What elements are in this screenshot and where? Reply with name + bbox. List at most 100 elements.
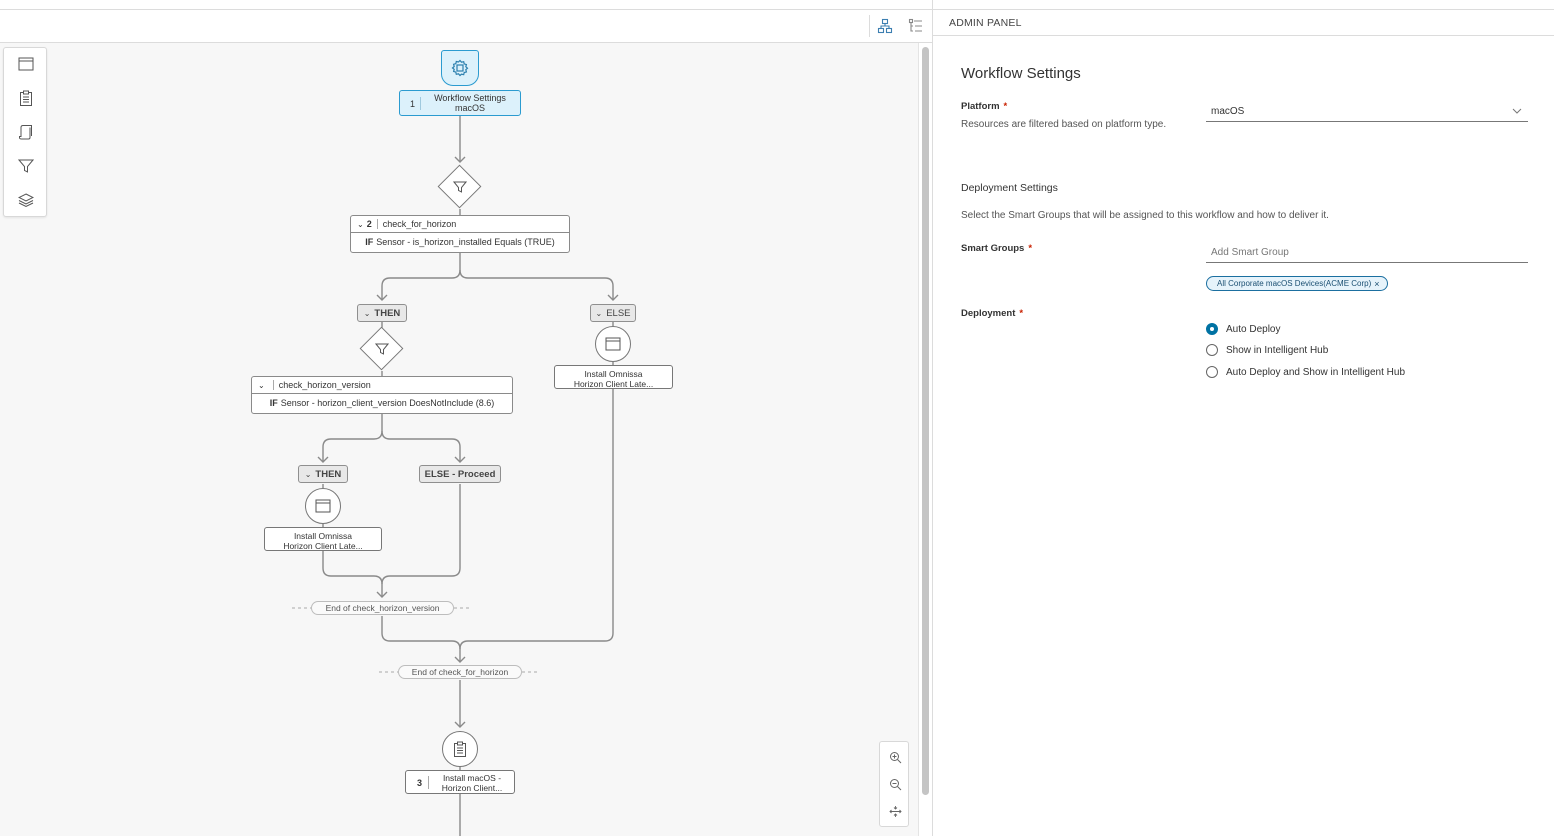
divider [428,776,429,789]
divider [420,97,421,110]
radio-button-checked[interactable] [1206,323,1218,335]
condition-name: check_for_horizon [382,219,457,229]
platform-label: Platform* [961,101,1007,112]
deployment-settings-description: Select the Smart Groups that will be ass… [961,210,1329,221]
branch-label: ELSE [606,307,631,319]
deployment-option-auto-deploy-and-show[interactable]: Auto Deploy and Show in Intelligent Hub [1206,364,1405,380]
required-marker: * [1003,101,1008,112]
filter-icon [452,179,468,195]
condition-rule: Sensor - horizon_client_version DoesNotI… [280,397,495,408]
fit-to-screen-icon[interactable] [884,800,906,822]
platform-help-text: Resources are filtered based on platform… [961,119,1167,130]
divider [376,219,378,229]
smart-groups-label: Smart Groups* [961,243,1032,254]
remove-chip-icon[interactable]: × [1374,278,1380,289]
clipboard-icon [454,741,466,757]
condition-node-check-for-horizon[interactable]: ⌄ 2 check_for_horizon IF Sensor - is_hor… [350,215,570,253]
layers-icon[interactable] [12,187,40,213]
panel-title: Workflow Settings [961,65,1081,82]
zoom-out-icon[interactable] [884,773,906,795]
chevron-down-icon[interactable]: ⌄ [258,380,265,390]
app-node-else[interactable] [595,326,631,362]
condition-name: check_horizon_version [278,380,371,390]
canvas-scrollbar[interactable] [918,43,932,836]
workflow-settings-icon[interactable] [441,50,479,86]
script-icon[interactable] [12,119,40,145]
chip-label: All Corporate macOS Devices(ACME Corp) [1217,279,1372,288]
deployment-settings-title: Deployment Settings [961,182,1058,194]
filter-icon[interactable] [12,153,40,179]
deployment-option-show-in-hub[interactable]: Show in Intelligent Hub [1206,342,1328,358]
condition-rule: Sensor - is_horizon_installed Equals (TR… [376,236,555,247]
divider [272,380,274,390]
else-branch-button[interactable]: ⌄ ELSE [590,304,636,322]
branch-label: ELSE - Proceed [424,468,496,480]
app-icon[interactable] [12,51,40,77]
deployment-option-auto-deploy[interactable]: Auto Deploy [1206,321,1280,337]
label-text: Deployment [961,308,1016,319]
app-node-then[interactable] [305,488,341,524]
toolbar-separator [869,15,870,37]
end-of-check-horizon-version: End of check_horizon_version [311,601,454,615]
app-window-icon [315,499,331,513]
then-branch-button[interactable]: ⌄ THEN [357,304,407,322]
canvas-toolbar [0,10,932,43]
radio-button[interactable] [1206,344,1218,356]
radio-label: Auto Deploy [1226,323,1281,335]
app-label-else[interactable]: Install Omnissa Horizon Client Late... [554,365,673,389]
app-window-icon [605,337,621,351]
branch-label: THEN [374,307,401,319]
radio-label: Auto Deploy and Show in Intelligent Hub [1226,366,1406,378]
node-title: Workflow Settings [434,93,506,103]
end-label: End of check_for_horizon [411,667,509,677]
flow-canvas[interactable]: 1 Workflow Settings macOS ⌄ 2 check_for_… [0,43,918,836]
step-3-label[interactable]: 3 Install macOS - Horizon Client... [405,770,515,794]
label-text: Platform [961,101,1000,112]
end-of-check-for-horizon: End of check_for_horizon [398,665,522,679]
platform-select[interactable]: macOS [1206,101,1528,122]
smart-group-chip: All Corporate macOS Devices(ACME Corp) × [1206,276,1388,291]
app-label-then[interactable]: Install Omnissa Horizon Client Late... [264,527,382,551]
workflow-canvas-area: 1 Workflow Settings macOS ⌄ 2 check_for_… [0,0,932,836]
admin-panel: ADMIN PANEL Workflow Settings Platform* … [932,0,1554,836]
step-label-line: Install macOS - [442,773,502,783]
top-strip [0,0,932,10]
branch-label: THEN [315,468,342,480]
end-label: End of check_horizon_version [325,603,440,613]
chevron-down-icon: ⌄ [304,469,312,479]
node-palette [3,47,47,217]
panel-header: ADMIN PANEL [933,10,1554,36]
app-label-line: Install Omnissa [584,369,643,379]
deployment-label: Deployment* [961,308,1023,319]
required-marker: * [1028,243,1033,254]
required-marker: * [1019,308,1024,319]
radio-button[interactable] [1206,366,1218,378]
add-smart-group-input[interactable] [1206,242,1528,263]
step-3-node[interactable] [442,731,478,767]
clipboard-icon[interactable] [12,85,40,111]
else-proceed-branch-button[interactable]: ELSE - Proceed [419,465,501,483]
if-label: IF [365,236,374,247]
flow-connectors [292,116,619,836]
app-label-line: Horizon Client Late... [283,541,363,551]
filter-icon [374,341,390,357]
workflow-settings-node[interactable]: 1 Workflow Settings macOS [399,90,521,116]
list-tree-icon[interactable] [904,14,928,38]
step-number: 1 [410,99,416,109]
scrollbar-thumb[interactable] [922,47,929,795]
chevron-down-icon[interactable]: ⌄ [357,219,364,229]
hierarchy-icon[interactable] [873,14,897,38]
select-value: macOS [1211,105,1245,117]
chevron-down-icon: ⌄ [595,308,603,318]
chevron-down-icon: ⌄ [363,308,371,318]
then-branch-button[interactable]: ⌄ THEN [298,465,348,483]
step-number: 3 [417,778,423,788]
if-label: IF [269,397,278,408]
app-label-line: Horizon Client Late... [573,379,654,389]
zoom-controls [879,741,909,827]
app-label-line: Install Omnissa [293,531,353,541]
condition-node-check-horizon-version[interactable]: ⌄ check_horizon_version IF Sensor - hori… [251,376,513,414]
chevron-down-icon [1512,108,1522,114]
label-text: Smart Groups [961,243,1025,254]
zoom-in-icon[interactable] [884,746,906,768]
